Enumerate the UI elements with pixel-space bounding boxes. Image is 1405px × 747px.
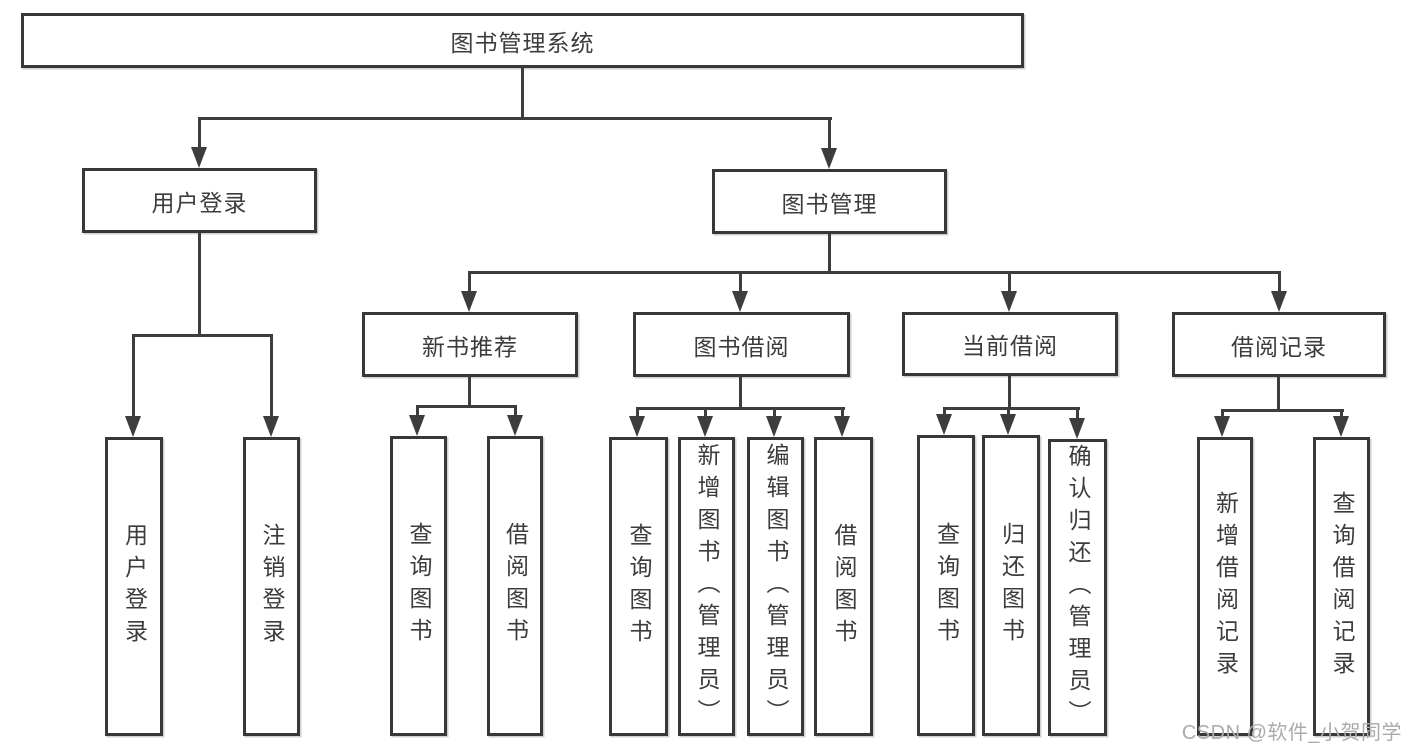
node-current-borrowing: 当前借阅 [902,312,1118,376]
connector-line [828,234,831,274]
node-label: 用户登录 [151,189,248,216]
connector-line [1008,271,1011,296]
arrowhead-icon [1333,416,1349,437]
arrowhead-icon [507,415,523,436]
connector-line [636,407,639,419]
leaf-logout: 注销登录 [243,437,300,736]
connector-line [198,117,832,120]
connector-line [1277,377,1280,411]
node-label: 归还图书 [998,521,1025,650]
arrowhead-icon [1214,416,1230,437]
connector-line [773,407,776,419]
leaf-add-borrow-record: 新增借阅记录 [1197,437,1253,736]
arrowhead-icon [125,416,141,437]
connector-line [704,407,707,419]
node-label: 用户登录 [121,522,148,651]
connector-line [841,407,844,419]
connector-line [198,117,201,155]
node-label: 编辑图书（管理员） [763,442,789,731]
node-label: 新增图书（管理员） [694,442,720,731]
arrowhead-icon [936,414,952,435]
node-label: 查询图书 [933,521,960,650]
arrowhead-icon [834,416,850,437]
connector-line [943,407,1080,410]
node-book-management: 图书管理 [712,169,947,234]
connector-line [1076,407,1079,421]
node-label: 新书推荐 [422,333,518,360]
leaf-borrowing-query-books: 查询图书 [609,437,668,736]
connector-line [514,405,517,419]
node-label: 新增借阅记录 [1212,490,1239,683]
connector-line [1221,409,1344,412]
node-label: 查询图书 [626,522,652,651]
node-user-login: 用户登录 [82,168,317,233]
connector-line [739,377,742,409]
connector-line [1007,407,1010,418]
node-label: 图书管理系统 [450,29,595,56]
connector-line [636,407,845,410]
arrowhead-icon [263,416,279,437]
arrowhead-icon [409,415,425,436]
arrowhead-icon [697,416,713,437]
arrowhead-icon [821,148,837,169]
node-new-book-recommend: 新书推荐 [362,312,578,377]
connector-line [198,233,201,336]
connector-line [1008,376,1011,409]
connector-line [739,271,742,296]
arrowhead-icon [629,416,645,437]
node-label: 图书借阅 [693,333,790,360]
node-label: 当前借阅 [962,333,1058,359]
connector-line [468,377,471,408]
connector-line [1221,409,1224,419]
connector-line [270,334,273,418]
node-label: 确认归还（管理员） [1065,443,1091,732]
connector-line [416,405,419,419]
arrowhead-icon [1000,414,1016,435]
connector-line [521,68,524,119]
node-label: 借阅图书 [831,522,857,651]
arrowhead-icon [732,291,748,312]
leaf-recommend-query-books: 查询图书 [390,436,447,736]
connector-line [416,405,517,408]
arrowhead-icon [461,291,477,312]
leaf-return-books: 归还图书 [982,435,1040,736]
arrowhead-icon [191,147,207,168]
node-label: 查询借阅记录 [1329,490,1355,683]
connector-line [943,407,946,418]
connector-line [132,334,273,337]
connector-line [132,334,135,418]
connector-line [1340,409,1343,419]
leaf-current-query-books: 查询图书 [917,435,975,736]
node-label: 注销登录 [259,522,285,651]
node-label: 借阅图书 [502,522,529,650]
connector-line [828,117,831,155]
node-book-borrowing: 图书借阅 [633,312,850,377]
connector-line [468,271,471,296]
node-borrowing-records: 借阅记录 [1172,312,1386,377]
node-label: 图书管理 [781,190,878,217]
leaf-recommend-borrow-books: 借阅图书 [487,436,543,736]
leaf-borrow-books: 借阅图书 [814,437,873,736]
arrowhead-icon [1069,418,1085,439]
leaf-query-borrow-record: 查询借阅记录 [1313,437,1370,736]
leaf-confirm-return-admin: 确认归还（管理员） [1048,439,1107,736]
node-library-system: 图书管理系统 [21,13,1024,68]
node-label: 查询图书 [406,522,432,650]
arrowhead-icon [1001,291,1017,312]
node-label: 借阅记录 [1231,333,1327,360]
leaf-edit-books-admin: 编辑图书（管理员） [747,437,804,736]
arrowhead-icon [1271,291,1287,312]
leaf-user-login: 用户登录 [105,437,163,736]
leaf-add-books-admin: 新增图书（管理员） [678,437,735,736]
connector-line [468,271,1281,274]
arrowhead-icon [766,416,782,437]
connector-line [1278,271,1281,296]
watermark: CSDN @软件_小贺同学 [1181,722,1402,744]
